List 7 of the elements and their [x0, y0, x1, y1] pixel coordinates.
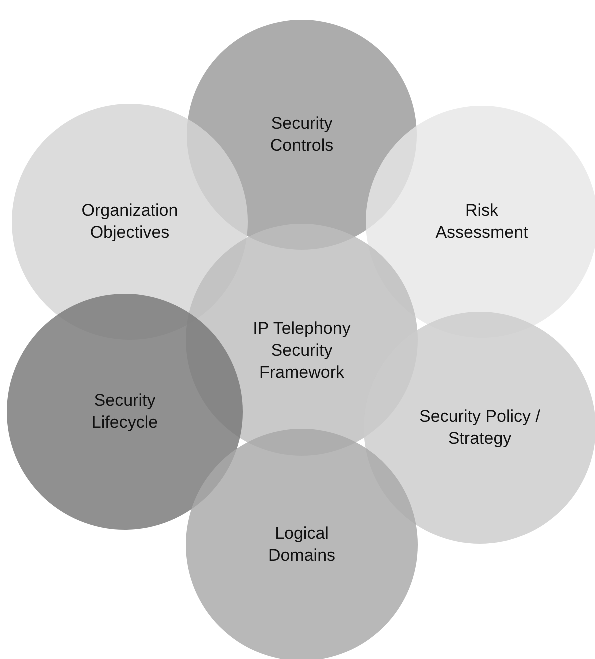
circle-label: Organization Objectives: [80, 200, 180, 244]
circle-label: Security Policy / Strategy: [418, 406, 542, 450]
circle-label: Security Lifecycle: [90, 390, 160, 434]
circle-label: Logical Domains: [267, 523, 337, 567]
circle-label: Risk Assessment: [434, 200, 530, 244]
circle-label: IP Telephony Security Framework: [252, 318, 352, 384]
circle-label: Security Controls: [269, 113, 335, 157]
